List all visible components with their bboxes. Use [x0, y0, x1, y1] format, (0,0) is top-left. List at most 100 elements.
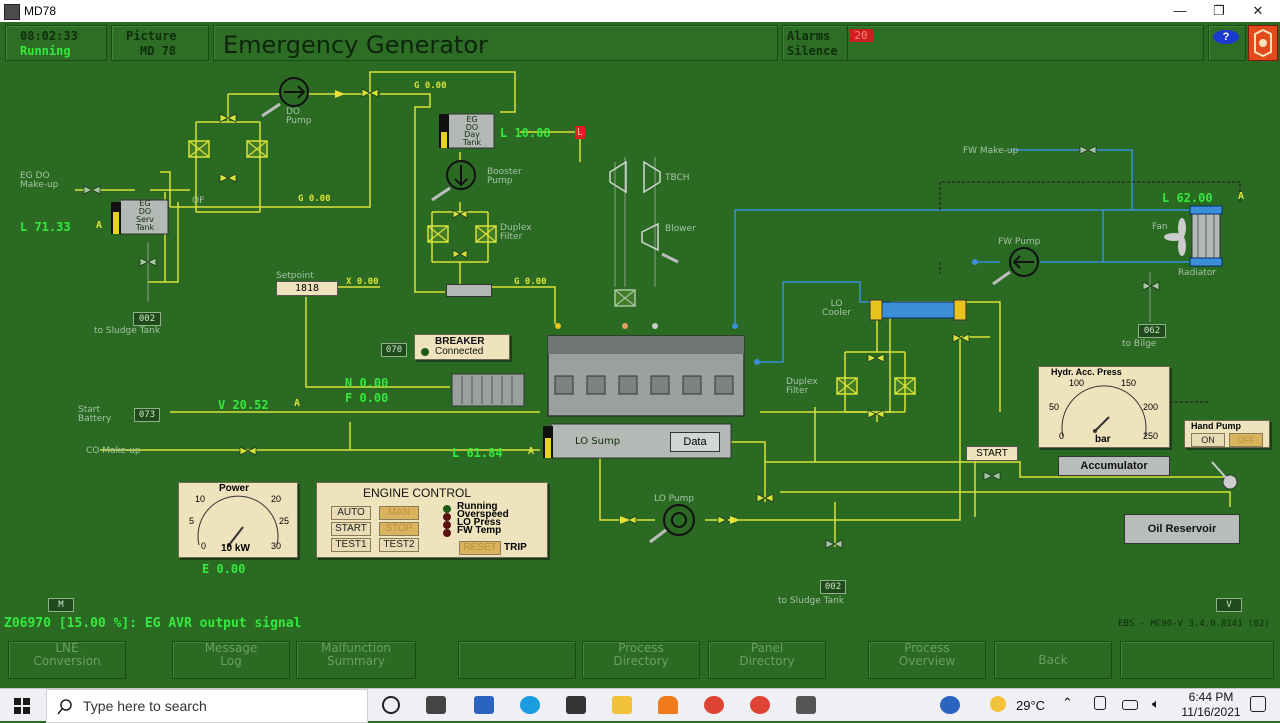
breaker-state: Connected [435, 346, 484, 357]
hand-pump-on[interactable]: ON [1191, 433, 1225, 447]
windows-start-icon[interactable] [14, 698, 30, 714]
nav-panel-directory[interactable]: Panel Directory [708, 641, 826, 679]
stop-engine-button[interactable]: STOP [379, 522, 419, 536]
app-icon [4, 4, 20, 20]
hydr-tick-200: 200 [1143, 402, 1159, 412]
bilge-tag[interactable]: 062 [1138, 324, 1166, 338]
page-title: Emergency Generator [223, 31, 488, 59]
store-icon[interactable] [566, 696, 586, 714]
process-diagram [75, 71, 1241, 549]
test1-button[interactable]: TEST1 [331, 538, 371, 552]
nav-lne-conversion[interactable]: LNE Conversion [8, 641, 126, 679]
vlc-icon[interactable] [658, 696, 678, 714]
hydr-tick-100: 100 [1069, 378, 1085, 388]
blower-label: Blower [665, 224, 696, 234]
folder-icon[interactable] [612, 696, 632, 714]
clock-date[interactable]: 11/16/2021 [1181, 705, 1241, 719]
setpoint-input[interactable]: 1818 [276, 281, 338, 296]
g-value-3: G 0.00 [514, 277, 547, 287]
search-icon [57, 699, 72, 715]
sludge-tag-1[interactable]: 002 [133, 312, 161, 326]
nav-back[interactable]: Back [994, 641, 1112, 679]
oil-reservoir-box[interactable]: Oil Reservoir [1124, 514, 1240, 544]
reset-button[interactable]: RESET [459, 541, 501, 555]
help-icon[interactable]: ? [1213, 30, 1239, 44]
co-makeup-label: CO Make-up [86, 446, 141, 456]
status-message: Z06970 [15.00 %]: EG AVR output signal [4, 616, 320, 631]
hydr-title: Hydr. Acc. Press [1051, 367, 1122, 377]
chevron-up-icon[interactable]: ⌃ [1062, 695, 1073, 710]
breaker-panel[interactable]: BREAKER Connected [414, 334, 510, 360]
fw-pump-label: FW Pump [998, 237, 1041, 247]
data-button[interactable]: Data [670, 432, 720, 452]
network-icon[interactable] [1094, 696, 1106, 710]
alarm-box: Alarms Silence 20 [782, 25, 1204, 61]
nav-message-log[interactable]: Message Log [172, 641, 290, 679]
close-button[interactable]: ✕ [1252, 3, 1264, 18]
minimize-button[interactable]: — [1173, 3, 1187, 18]
silence-label[interactable]: Silence [787, 44, 838, 58]
lo-press-lamp [443, 521, 451, 529]
m-tag[interactable]: M [48, 598, 74, 612]
nav-blank-1[interactable] [458, 641, 576, 679]
tag-070[interactable]: 070 [381, 343, 407, 357]
tbch-label: TBCH [665, 173, 690, 183]
do-pump-label: DO Pump [286, 107, 312, 126]
test2-button[interactable]: TEST2 [379, 538, 419, 552]
title-box: Emergency Generator [213, 25, 778, 61]
hand-pump-off[interactable]: OFF [1229, 433, 1263, 447]
running-lamp [443, 505, 451, 513]
power-unit: 10 kW [221, 543, 250, 554]
hand-pump-label: Hand Pump [1191, 421, 1242, 431]
overflow-label: OF [192, 196, 205, 206]
temperature[interactable]: 29°C [1016, 698, 1046, 713]
accumulator-box[interactable]: Accumulator [1058, 456, 1170, 476]
header-panel: 08:02:33 Running Picture MD 78 Emergency… [0, 22, 1280, 62]
power-tick-25: 25 [279, 516, 290, 526]
man-button[interactable]: MAN [379, 506, 419, 520]
trip-label: TRIP [504, 542, 527, 553]
taskbar-search-box[interactable]: Type here to search [46, 689, 368, 723]
clock-box: 08:02:33 Running [5, 25, 107, 61]
version-label: EBS - MC90-V 3.4.0.8141 (82) [1118, 619, 1270, 629]
power-tick-10: 10 [195, 494, 206, 504]
sludge-tag-2[interactable]: 002 [820, 580, 846, 594]
tag-073[interactable]: 073 [134, 408, 160, 422]
nav-malfunction-summary[interactable]: Malfunction Summary [296, 641, 416, 679]
nav-process-overview[interactable]: Process Overview [868, 641, 986, 679]
app-md78-icon[interactable] [796, 696, 816, 714]
run-state: Running [20, 44, 71, 58]
nav-process-directory[interactable]: Process Directory [582, 641, 700, 679]
engine-control-title: ENGINE CONTROL [363, 486, 472, 500]
battery-icon[interactable] [1122, 700, 1138, 710]
x-value: X 0.00 [346, 277, 379, 287]
auto-button[interactable]: AUTO [331, 506, 371, 520]
chrome-2-icon[interactable] [750, 696, 770, 714]
speaker-icon[interactable]: 🔈︎ [1152, 696, 1160, 711]
setpoint-label: Setpoint [276, 271, 314, 281]
mail-icon[interactable] [474, 696, 494, 714]
chrome-icon[interactable] [704, 696, 724, 714]
hydr-unit: bar [1095, 434, 1111, 445]
nav-blank-2[interactable] [1120, 641, 1274, 679]
notification-icon[interactable] [1250, 696, 1266, 712]
hand-pump-panel: Hand Pump ON OFF [1184, 420, 1270, 448]
power-tick-20: 20 [271, 494, 282, 504]
task-view-icon[interactable] [426, 696, 446, 714]
hydr-tick-150: 150 [1121, 378, 1137, 388]
alarms-count-badge[interactable]: 20 [849, 29, 873, 42]
v-value: V 20.52 [218, 398, 269, 412]
start-engine-button[interactable]: START [331, 522, 371, 536]
start-button[interactable]: START [966, 446, 1018, 461]
weather-icon[interactable] [990, 696, 1006, 712]
cortana-icon[interactable] [382, 696, 400, 714]
v-tag[interactable]: V [1216, 598, 1242, 612]
lo-sump-unit: A [528, 446, 535, 457]
clock-time[interactable]: 6:44 PM [1188, 690, 1234, 704]
edge-icon[interactable] [520, 696, 540, 714]
restore-button[interactable]: ❐ [1213, 3, 1225, 18]
search-placeholder: Type here to search [83, 698, 207, 714]
power-gauge: Power 10 20 5 25 0 30 10 kW [178, 482, 298, 558]
power-tick-0: 0 [201, 541, 207, 551]
help-tray-icon[interactable] [940, 696, 960, 714]
